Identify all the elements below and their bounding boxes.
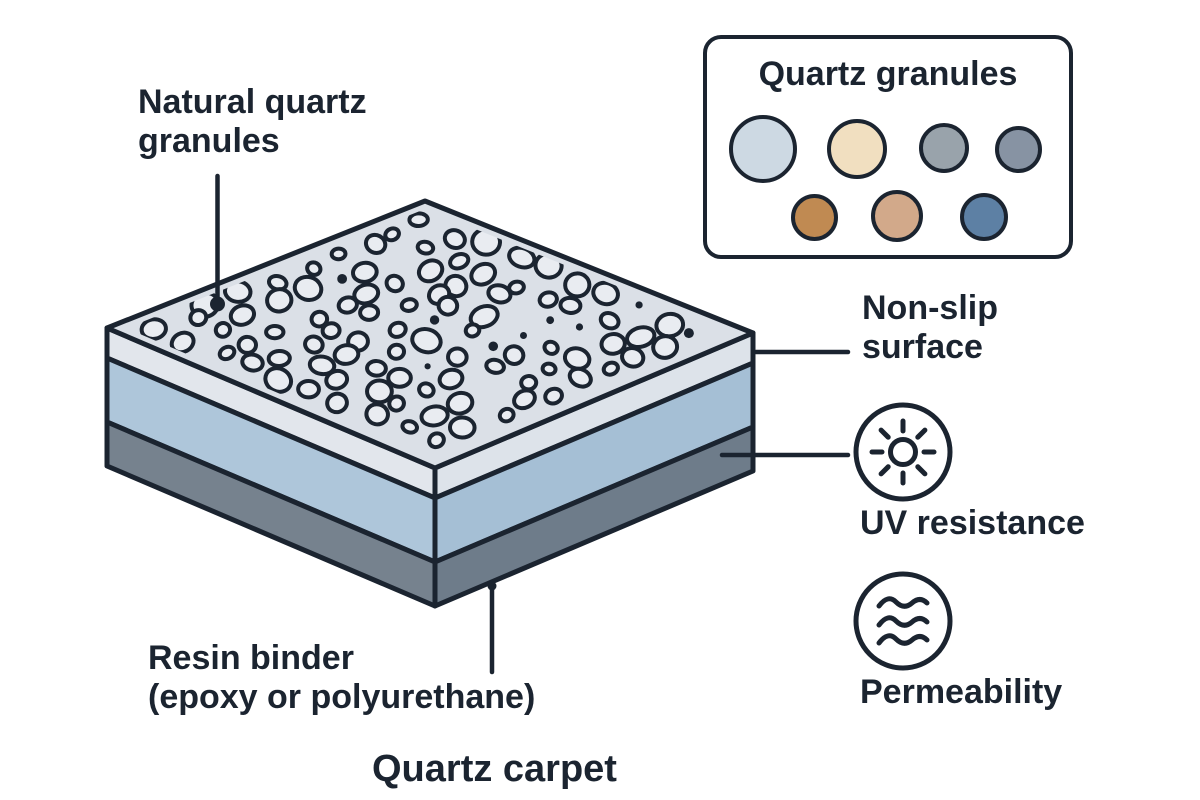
sun-icon xyxy=(853,402,953,502)
granule-swatch xyxy=(995,126,1042,173)
leader-resin-binder-dot xyxy=(487,581,497,591)
callout-resin-binder: Resin binder (epoxy or polyurethane) xyxy=(148,639,536,716)
callout-natural-quartz-granules: Natural quartz granules xyxy=(138,83,367,160)
granule-swatch xyxy=(827,119,887,179)
legend-title: Quartz granules xyxy=(758,55,1018,93)
granule-swatch xyxy=(791,194,838,241)
diagram-title: Quartz carpet xyxy=(372,748,617,790)
waves-icon xyxy=(853,571,953,671)
quartz-granules-legend: Quartz granules xyxy=(703,35,1073,259)
feature-label-permeability: Permeability xyxy=(860,673,1063,711)
layer-bottom-right-face xyxy=(432,424,756,609)
granule-swatch xyxy=(871,190,923,242)
leader-natural-granules-dot xyxy=(210,296,225,312)
granule-swatch xyxy=(919,123,969,173)
feature-label-uv-resistance: UV resistance xyxy=(860,504,1085,542)
callout-non-slip-surface: Non-slip surface xyxy=(862,289,998,366)
granule-swatch xyxy=(729,115,797,183)
granule-swatch xyxy=(960,193,1008,241)
leader-lines xyxy=(210,173,851,675)
